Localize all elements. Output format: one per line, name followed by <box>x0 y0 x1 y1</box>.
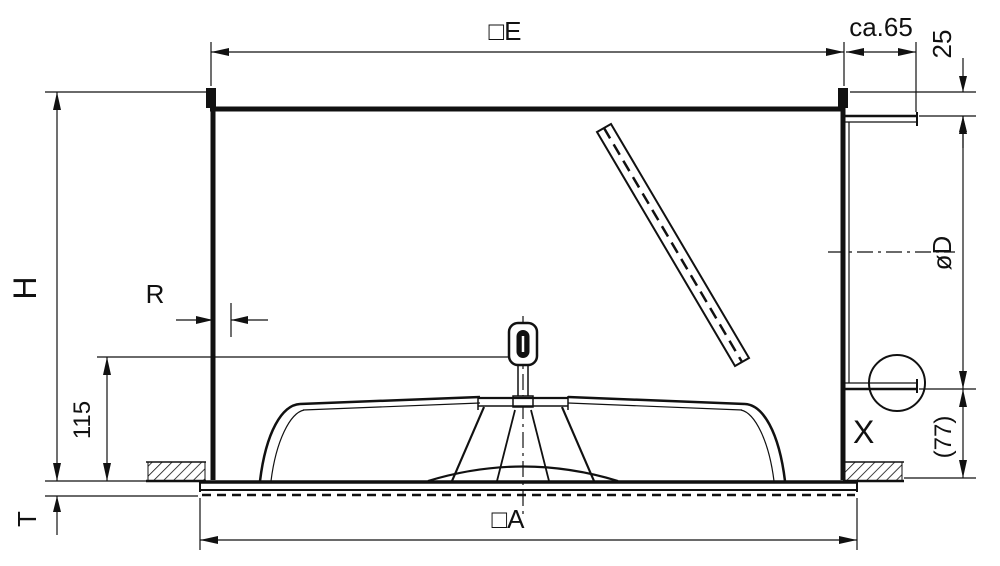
plenum-box <box>206 88 848 480</box>
diffuser-face <box>199 480 858 497</box>
dim-h-arrow-top <box>53 92 61 110</box>
dim-t-label: T <box>12 511 42 527</box>
dim-77-label: (77) <box>930 416 957 459</box>
plate-left-curve-inner <box>270 409 305 482</box>
dimension-115: 115 <box>69 356 508 481</box>
dim-ca65-arrow-left <box>846 48 864 56</box>
plate-right-curve-outer <box>744 402 787 482</box>
dim-115-arrow-bottom <box>103 463 111 481</box>
dim-ca65-arrow-right <box>898 48 916 56</box>
detail-circle <box>868 354 926 412</box>
spindle-nut <box>512 395 534 408</box>
ceiling-hatch-left <box>147 461 206 482</box>
dimension-r: R <box>146 279 268 337</box>
ceiling-section <box>146 461 904 483</box>
suspension-bracket-left <box>206 88 216 108</box>
dim-25-label: 25 <box>927 30 957 59</box>
plate-right-bottom <box>567 402 743 411</box>
dimension-t: T <box>12 495 198 535</box>
dim-77-arrow-top <box>959 389 967 407</box>
dimension-ca65: ca.65 <box>846 12 917 112</box>
detail-marker-x: X <box>853 354 926 450</box>
dim-t-arrow-up <box>53 496 61 512</box>
suspension-bracket-right <box>838 88 848 108</box>
detail-x-label: X <box>853 414 874 450</box>
ceiling-hatch-right <box>844 461 903 482</box>
dim-77-arrow-bottom <box>959 460 967 478</box>
cone-strut-outer-right <box>560 406 596 482</box>
dim-h-label: H <box>7 276 43 299</box>
damper-blade <box>595 122 751 368</box>
dimension-h: H <box>7 91 208 482</box>
cone-strut-inner-right <box>530 409 550 482</box>
dim-r-arrow-right-tip <box>196 316 213 324</box>
dimension-25: 25 <box>850 30 976 148</box>
dim-r-arrow-left-tip <box>231 316 248 324</box>
dim-d-label: øD <box>927 236 957 271</box>
duct-spigot <box>828 112 955 393</box>
dim-e-label: □E <box>488 16 521 46</box>
dim-h-arrow-bottom <box>53 463 61 481</box>
dim-d-arrow-top <box>959 116 967 134</box>
cone-dome-arc <box>427 465 619 483</box>
cone-strut-outer-left <box>450 406 486 482</box>
plate-left-bottom <box>302 402 481 411</box>
dimension-e: □E <box>210 16 845 86</box>
dimension-a: □A <box>199 498 858 550</box>
dim-25-arrow-down <box>959 76 967 92</box>
damper-blade-centerline <box>602 127 744 363</box>
diffuser-plate <box>258 395 787 483</box>
dim-a-arrow-right <box>839 536 857 544</box>
dim-a-arrow-left <box>200 536 218 544</box>
dim-r-label: R <box>146 279 165 309</box>
center-assembly <box>477 316 569 514</box>
cone-strut-inner-left <box>496 409 516 482</box>
dim-e-arrow-left <box>211 48 229 56</box>
dim-a-label: □A <box>491 504 525 534</box>
plate-left-curve-outer <box>258 402 301 482</box>
plate-left-top <box>299 395 481 406</box>
dim-e-arrow-right <box>826 48 844 56</box>
dim-ca65-label: ca.65 <box>849 12 913 42</box>
dim-d-arrow-bottom <box>959 371 967 389</box>
dim-115-label: 115 <box>69 401 96 439</box>
dim-115-arrow-top <box>103 357 111 375</box>
plate-right-top <box>567 395 746 406</box>
dimension-d: øD <box>919 115 976 390</box>
plate-right-curve-inner <box>740 409 775 482</box>
dimension-77: (77) <box>904 389 976 479</box>
